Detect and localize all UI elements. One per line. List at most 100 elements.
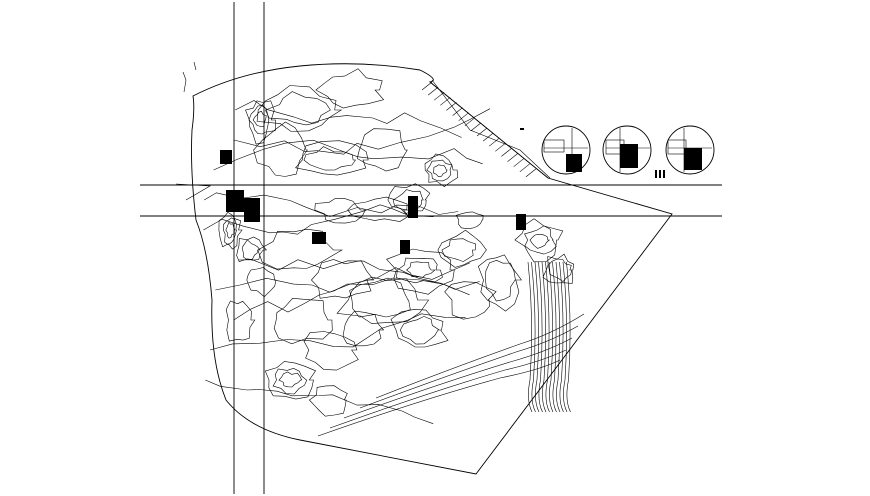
- circular-detail-marker-3: [665, 125, 715, 175]
- contour-strand-7: [233, 277, 470, 321]
- slope-line-8: [555, 261, 561, 413]
- contour-strand-9: [205, 379, 434, 424]
- contour-ring-11-0: [303, 331, 359, 371]
- contour-ring-17-2: [278, 371, 303, 388]
- contour-ring-18-0: [308, 385, 348, 417]
- contour-strand-6: [215, 262, 471, 293]
- hatched-block-3: [220, 150, 232, 164]
- contour-ring-28-2: [252, 110, 267, 127]
- contour-ring-19-1: [242, 239, 261, 261]
- contour-ring-12-0: [342, 310, 385, 347]
- hatch-line-9: [476, 127, 488, 137]
- contour-ring-13-1: [399, 316, 441, 345]
- slope-line-6: [548, 261, 554, 413]
- east-slope-contours: [527, 261, 571, 413]
- outlier-stroke-1: [182, 71, 187, 93]
- contour-ring-13-0: [390, 309, 449, 348]
- contour-ring-9-1: [441, 238, 476, 262]
- contour-ring-5-0: [257, 228, 344, 270]
- contour-ring-21-0: [347, 196, 409, 222]
- outlier-stroke-2: [193, 61, 197, 71]
- south-contour-5: [375, 313, 585, 399]
- south-sweep-contours: [317, 313, 585, 437]
- hatched-block-4: [312, 232, 326, 244]
- contour-ring-24-0: [477, 254, 522, 312]
- contour-strand-8: [209, 313, 466, 351]
- hatch-line-10: [482, 132, 494, 142]
- contour-ring-26-0: [542, 253, 575, 284]
- diagonal-road: [431, 79, 551, 179]
- detail-markers: [520, 125, 715, 178]
- small-tick-mark: [520, 128, 524, 130]
- slope-line-4: [541, 261, 547, 413]
- hatched-block-7: [516, 214, 526, 230]
- hatch-line-15: [513, 158, 524, 167]
- contour-ring-1-0: [315, 68, 385, 109]
- contour-ring-28-0: [245, 100, 276, 145]
- contour-ring-27-2: [432, 164, 448, 177]
- slope-line-0: [527, 261, 533, 413]
- outlier-strokes: [175, 61, 212, 201]
- triple-bar-mark: [655, 170, 665, 178]
- hatched-block-1: [226, 190, 244, 212]
- hatched-block-2: [244, 198, 260, 222]
- hatch-line-14: [507, 153, 518, 162]
- hatched-block-5: [400, 240, 410, 254]
- hatch-line-0: [421, 81, 433, 91]
- contour-ring-6-0: [310, 259, 375, 299]
- slope-line-9: [559, 261, 564, 413]
- contour-ring-9-0: [437, 229, 487, 268]
- slope-line-7: [552, 261, 557, 413]
- contour-strand-4: [203, 204, 434, 235]
- hatch-line-8: [470, 122, 482, 132]
- hatched-block-6: [408, 196, 418, 218]
- slope-line-5: [545, 261, 550, 413]
- site-boundary-outline: [191, 63, 673, 475]
- contour-ring-3-1: [303, 146, 357, 171]
- contour-ring-22-0: [314, 198, 366, 224]
- hatch-line-12: [495, 143, 506, 152]
- slope-line-1: [531, 261, 536, 413]
- contour-ring-8-2: [406, 261, 436, 278]
- contour-ring-27-1: [426, 159, 453, 182]
- contour-ring-25-1: [524, 225, 557, 255]
- hatch-line-2: [434, 91, 445, 101]
- hatch-line-17: [525, 168, 537, 178]
- hatch-line-7: [464, 117, 475, 127]
- hatch-line-16: [519, 163, 530, 173]
- contour-ring-2-0: [356, 128, 408, 172]
- slope-line-11: [566, 261, 571, 413]
- contour-ring-15-0: [225, 300, 256, 342]
- contour-ring-29-0: [218, 211, 243, 250]
- contour-ring-4-0: [253, 121, 308, 177]
- contour-ring-29-1: [222, 217, 237, 246]
- contour-ring-7-1: [349, 277, 411, 318]
- contour-ring-25-0: [514, 218, 564, 263]
- slope-line-3: [538, 261, 543, 413]
- contour-ring-24-1: [485, 259, 516, 302]
- hatch-line-13: [501, 148, 512, 157]
- northeast-edge: [429, 81, 549, 179]
- hatch-line-4: [446, 102, 457, 111]
- south-contour-3: [343, 337, 573, 419]
- contour-ring-29-2: [225, 221, 236, 239]
- contour-ring-0-1: [264, 91, 331, 126]
- dense-building-cluster: [220, 150, 526, 254]
- contour-strand-5: [238, 259, 480, 290]
- contour-ring-27-0: [424, 153, 459, 187]
- reference-lines: [140, 2, 722, 494]
- slope-line-2: [534, 261, 540, 413]
- south-contour-1: [317, 359, 561, 437]
- contour-ring-16-0: [246, 267, 277, 298]
- circular-detail-marker-1: [541, 125, 591, 175]
- hatch-line-1: [427, 86, 439, 96]
- slope-line-10: [562, 261, 568, 413]
- contour-ring-17-0: [264, 361, 317, 400]
- contour-ring-19-0: [236, 236, 268, 262]
- contour-ring-10-0: [273, 297, 333, 345]
- contour-strand-1: [233, 108, 491, 155]
- contour-ring-7-0: [336, 276, 430, 324]
- south-contour-4: [359, 325, 579, 409]
- contour-ring-17-1: [272, 367, 308, 395]
